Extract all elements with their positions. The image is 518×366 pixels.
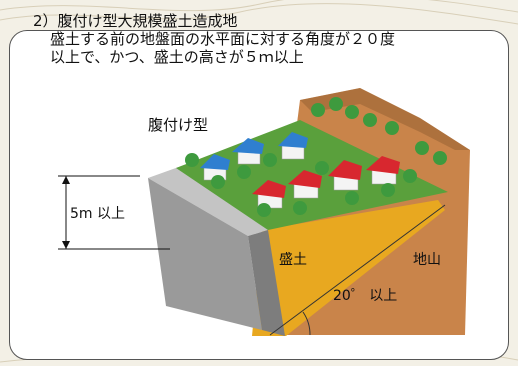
angle-label: 20゜ 以上	[333, 288, 397, 304]
hillside-trees	[311, 97, 447, 165]
house-red-2	[288, 170, 322, 199]
angle-arc	[302, 311, 311, 336]
description-line-1: 盛土する前の地盤面の水平面に対する角度が２０度	[50, 30, 396, 48]
house-red-3	[328, 160, 362, 191]
height-arrow-up	[62, 176, 70, 184]
house-blue-2	[232, 138, 264, 165]
retaining-wall-side	[248, 230, 285, 336]
fill-label: 盛土	[279, 252, 307, 268]
diagram-title: 腹付け型	[148, 116, 209, 134]
height-label: 5m 以上	[70, 206, 125, 222]
house-red-4	[366, 156, 400, 185]
retaining-wall-front	[148, 178, 262, 330]
retaining-wall-top	[148, 150, 268, 236]
house-blue-3	[278, 132, 308, 160]
natural-ground-label: 地山	[413, 252, 441, 268]
description-line-2: 以上で、かつ、盛土の高さが５ｍ以上	[50, 48, 304, 66]
platform-trees	[185, 153, 417, 217]
section-heading: 2）腹付け型大規模盛土造成地	[33, 12, 238, 30]
height-arrow-down	[62, 241, 70, 249]
fill-section	[252, 200, 445, 336]
slope-line	[269, 204, 446, 336]
